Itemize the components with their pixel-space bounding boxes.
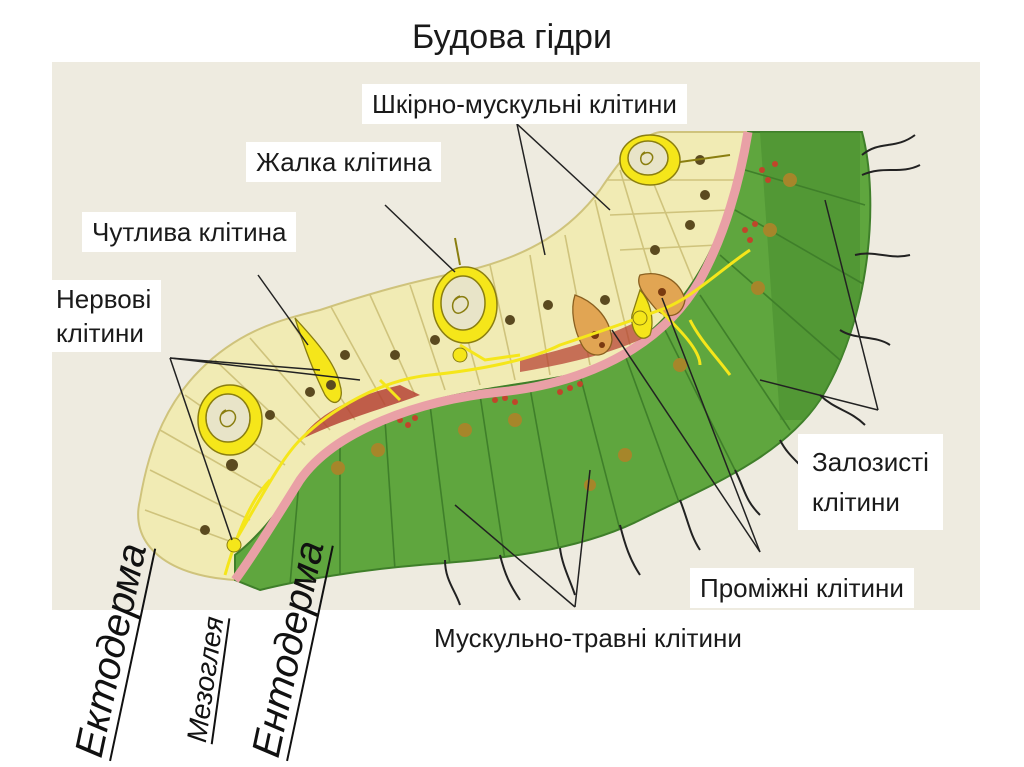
label-skin-muscle-cells: Шкірно-мускульні клітини xyxy=(362,84,687,124)
flagella xyxy=(444,134,921,606)
food-granules xyxy=(397,161,778,428)
nerve-network xyxy=(223,248,751,576)
label-glandular-cells-line1: Залозисті xyxy=(812,447,929,477)
leader-lines xyxy=(169,123,879,608)
mesoglea-layer xyxy=(231,131,753,583)
label-sensory-cell: Чутлива клітина xyxy=(82,212,297,252)
label-digestive-muscle-cells: Мускульно-травні клітини xyxy=(424,618,752,658)
label-stinging-cell: Жалка клітина xyxy=(246,142,442,182)
label-nerve-cells-line1: Нервові xyxy=(56,284,152,314)
endoderm-nuclei xyxy=(331,173,797,491)
label-glandular-cells: Залозисті клітини xyxy=(798,434,943,530)
ectoderm-nuclei xyxy=(200,155,710,535)
nerve-cell-bodies xyxy=(226,310,648,553)
label-nerve-cells-line2: клітини xyxy=(56,318,144,348)
label-glandular-cells-line2: клітини xyxy=(812,487,900,517)
label-interstitial-cells: Проміжні клітини xyxy=(690,568,914,608)
diagram-title: Будова гідри xyxy=(412,18,612,56)
mesoglea-muscle-fiber xyxy=(300,385,420,440)
cnidocyte-cells xyxy=(197,134,731,456)
label-nerve-cells: Нервові клітини xyxy=(46,280,162,352)
endoderm-cell-walls xyxy=(289,132,866,586)
